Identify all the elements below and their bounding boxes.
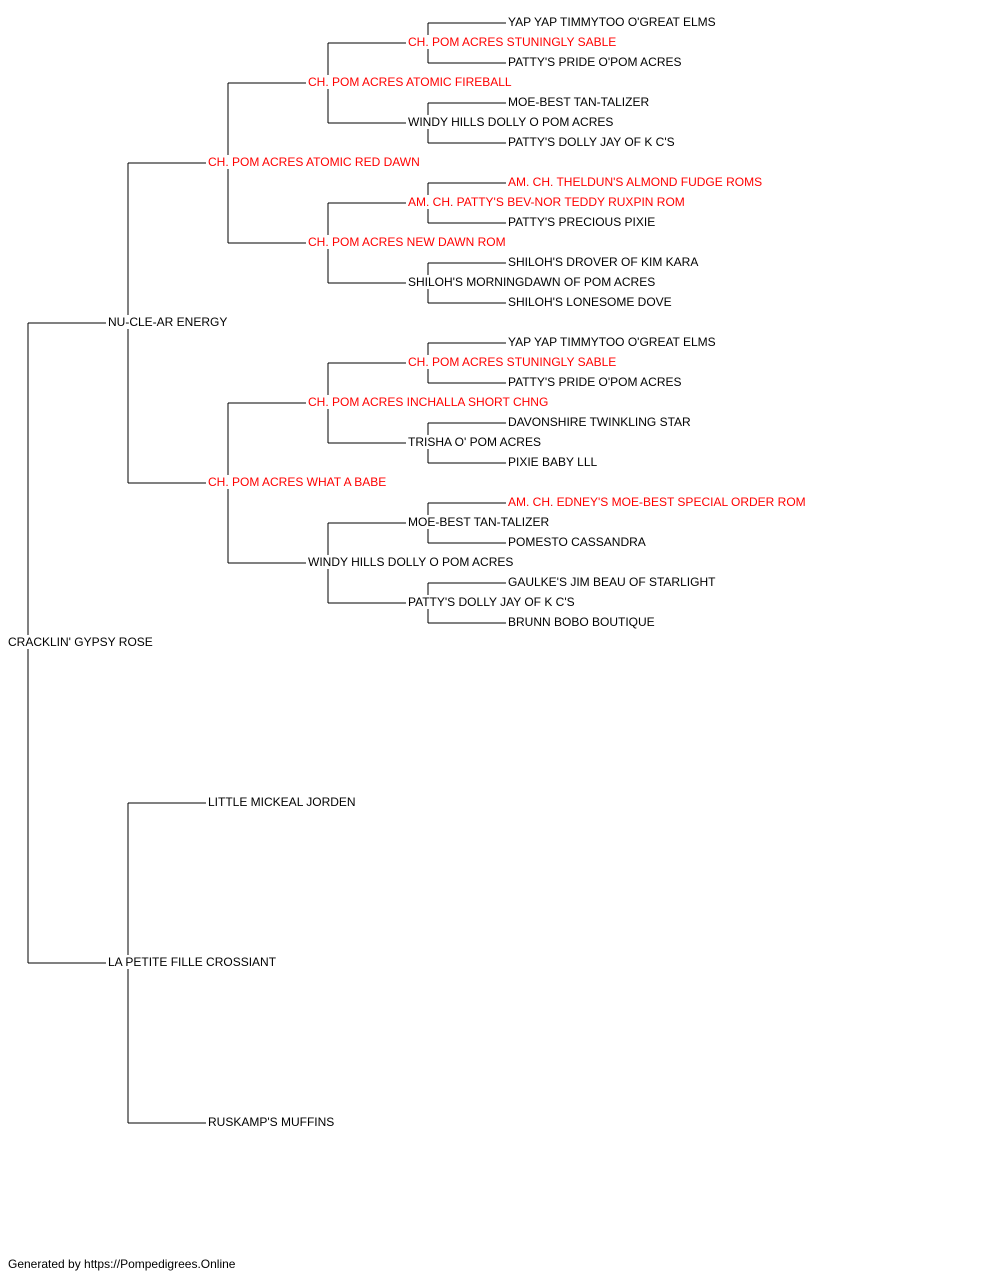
ancestor-name: BRUNN BOBO BOUTIQUE xyxy=(508,615,655,629)
ancestor-name: POMESTO CASSANDRA xyxy=(508,535,646,549)
ancestor-name: MOE-BEST TAN-TALIZER xyxy=(408,515,550,529)
ancestor-name: WINDY HILLS DOLLY O POM ACRES xyxy=(308,555,514,569)
ancestor-name: CH. POM ACRES NEW DAWN ROM xyxy=(308,235,506,249)
ancestor-name: CH. POM ACRES STUNINGLY SABLE xyxy=(408,355,617,369)
ancestor-name: CH. POM ACRES INCHALLA SHORT CHNG xyxy=(308,395,549,409)
ancestor-name: CH. POM ACRES ATOMIC RED DAWN xyxy=(208,155,420,169)
ancestor-name: RUSKAMP'S MUFFINS xyxy=(208,1115,335,1129)
ancestor-name: AM. CH. EDNEY'S MOE-BEST SPECIAL ORDER R… xyxy=(508,495,806,509)
ancestor-name: PATTY'S PRIDE O'POM ACRES xyxy=(508,55,682,69)
ancestor-name: MOE-BEST TAN-TALIZER xyxy=(508,95,650,109)
ancestor-name: PATTY'S PRECIOUS PIXIE xyxy=(508,215,656,229)
ancestor-name: SHILOH'S DROVER OF KIM KARA xyxy=(508,255,699,269)
ancestor-name: NU-CLE-AR ENERGY xyxy=(108,315,228,329)
ancestor-name: PATTY'S PRIDE O'POM ACRES xyxy=(508,375,682,389)
ancestor-name: AM. CH. PATTY'S BEV-NOR TEDDY RUXPIN ROM xyxy=(408,195,685,209)
generated-by-footer: Generated by https://Pompedigrees.Online xyxy=(8,1257,236,1271)
ancestor-name: PATTY'S DOLLY JAY OF K C'S xyxy=(508,135,675,149)
ancestor-name: PATTY'S DOLLY JAY OF K C'S xyxy=(408,595,575,609)
ancestor-name: LITTLE MICKEAL JORDEN xyxy=(208,795,356,809)
ancestor-name: CH. POM ACRES WHAT A BABE xyxy=(208,475,387,489)
ancestor-name: YAP YAP TIMMYTOO O'GREAT ELMS xyxy=(508,15,716,29)
ancestor-name: CH. POM ACRES ATOMIC FIREBALL xyxy=(308,75,512,89)
ancestor-name: AM. CH. THELDUN'S ALMOND FUDGE ROMS xyxy=(508,175,763,189)
ancestor-name: GAULKE'S JIM BEAU OF STARLIGHT xyxy=(508,575,716,589)
ancestor-name: WINDY HILLS DOLLY O POM ACRES xyxy=(408,115,614,129)
ancestor-name: SHILOH'S MORNINGDAWN OF POM ACRES xyxy=(408,275,656,289)
ancestor-name: LA PETITE FILLE CROSSIANT xyxy=(108,955,277,969)
ancestor-name: YAP YAP TIMMYTOO O'GREAT ELMS xyxy=(508,335,716,349)
ancestor-name: DAVONSHIRE TWINKLING STAR xyxy=(508,415,691,429)
ancestor-name: PIXIE BABY LLL xyxy=(508,455,598,469)
ancestor-name: TRISHA O' POM ACRES xyxy=(408,435,541,449)
subject-dog-name: CRACKLIN' GYPSY ROSE xyxy=(8,635,153,649)
ancestor-name: SHILOH'S LONESOME DOVE xyxy=(508,295,672,309)
ancestor-name: CH. POM ACRES STUNINGLY SABLE xyxy=(408,35,617,49)
